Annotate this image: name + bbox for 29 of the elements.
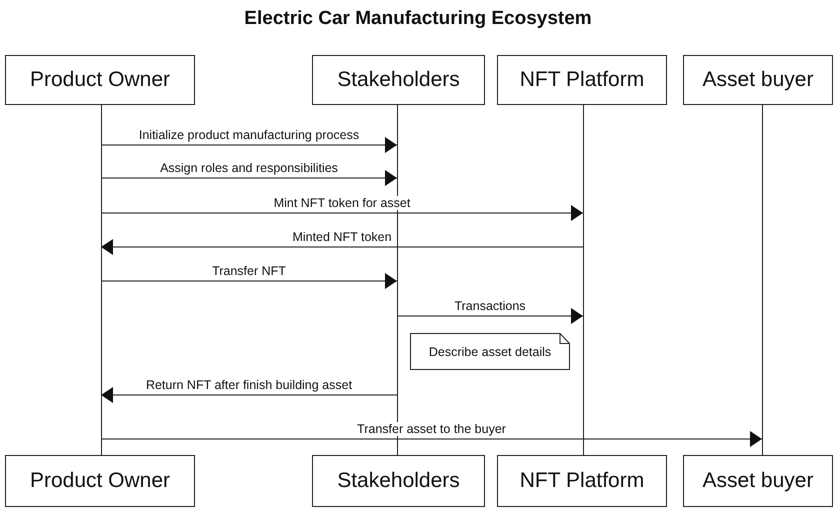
participant-box: Stakeholders — [312, 55, 485, 105]
lifeline — [396, 105, 398, 455]
message-arrow — [100, 170, 398, 186]
participant-box: Product Owner — [5, 55, 195, 105]
message-arrow — [396, 308, 584, 324]
edge-label: Transactions — [453, 299, 527, 313]
message-arrow — [100, 137, 398, 153]
participant-box: NFT Platform — [497, 455, 667, 507]
edge-label: Transfer NFT — [211, 264, 287, 278]
participant-box: Asset buyer — [683, 55, 833, 105]
message-arrow — [100, 387, 398, 403]
edge-label: Minted NFT token — [291, 230, 393, 244]
message-arrow — [100, 239, 584, 255]
message-arrow — [100, 431, 762, 447]
lifeline — [100, 105, 102, 455]
participant-box: Asset buyer — [683, 455, 833, 507]
lifeline — [582, 105, 584, 455]
edge-label: Return NFT after finish building asset — [144, 378, 354, 392]
edge-label: Transfer asset to the buyer — [356, 422, 507, 436]
edge-label: Mint NFT token for asset — [272, 196, 412, 210]
message-arrow — [100, 205, 584, 221]
participant-box: Product Owner — [5, 455, 195, 507]
message-arrow — [100, 273, 398, 289]
participant-box: Stakeholders — [312, 455, 485, 507]
edge-label: Initialize product manufacturing process — [138, 128, 360, 142]
diagram-title: Electric Car Manufacturing Ecosystem — [243, 8, 593, 30]
participant-box: NFT Platform — [497, 55, 667, 105]
note: Describe asset details — [410, 333, 570, 370]
edge-label: Assign roles and responsibilities — [159, 161, 339, 175]
